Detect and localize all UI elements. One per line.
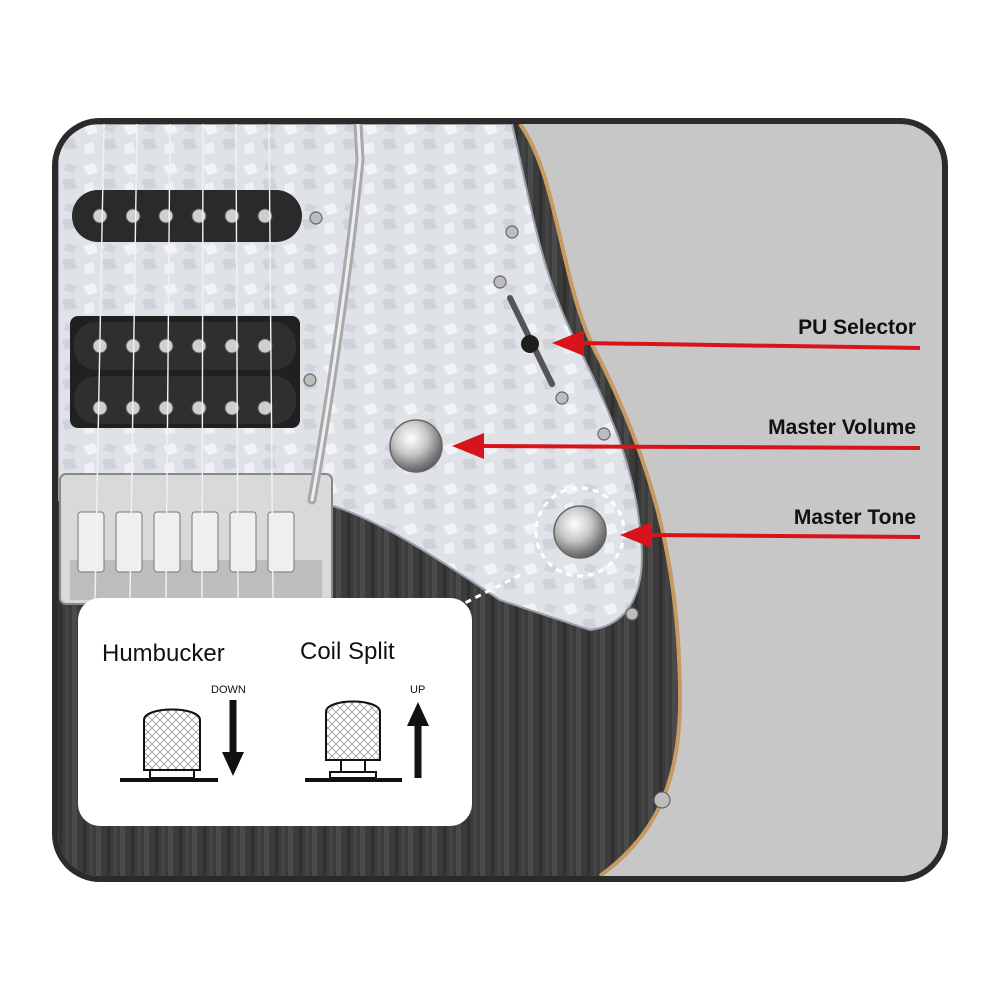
tone-knob-highlight [534, 486, 626, 578]
pu-selector-arrow-line [579, 341, 921, 350]
pu-selector-label: PU Selector [798, 316, 916, 339]
guitar-strings [94, 124, 274, 601]
down-arrow-head [222, 752, 244, 776]
humbucker-knob-illustration [120, 708, 218, 782]
pickguard-screws [303, 211, 639, 621]
pu-selector-switch [521, 335, 539, 353]
master-tone-arrow-line [647, 533, 921, 539]
master-volume-arrow-line [479, 444, 921, 450]
master-tone-knob [553, 505, 607, 559]
coil-split-title: Coil Split [300, 638, 395, 665]
master-volume-label: Master Volume [768, 416, 916, 439]
humbucker-title: Humbucker [102, 640, 225, 667]
highlight-connector [454, 573, 521, 610]
coil-split-legend-panel [78, 598, 472, 826]
coil-split-knob-illustration [305, 700, 402, 782]
master-volume-arrowhead [452, 433, 484, 459]
down-label: DOWN [211, 684, 246, 696]
master-volume-knob [389, 419, 443, 473]
master-tone-arrowhead [620, 522, 652, 548]
callout-arrows [452, 330, 921, 548]
output-jack [653, 791, 671, 809]
up-label: UP [410, 684, 426, 696]
master-tone-label: Master Tone [793, 506, 916, 529]
up-arrow-head [407, 702, 429, 726]
neck-pickup [72, 190, 302, 242]
humbucker-poles [92, 338, 273, 416]
pu-selector-arrowhead [552, 330, 584, 356]
